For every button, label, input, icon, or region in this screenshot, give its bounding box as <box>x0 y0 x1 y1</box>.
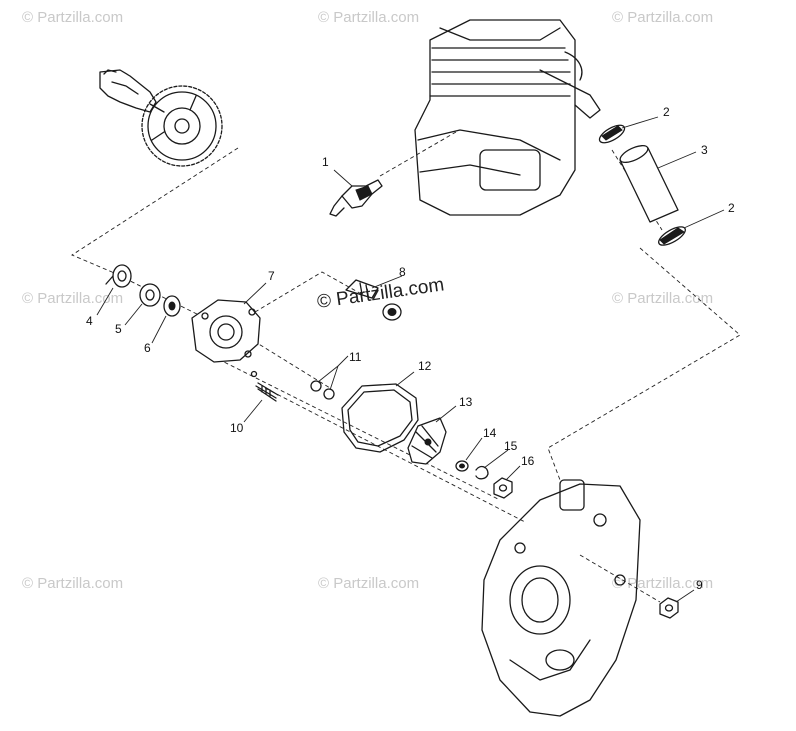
callout-13: 13 <box>459 395 473 409</box>
part-15-clip <box>475 465 489 480</box>
callout-4: 4 <box>86 314 93 328</box>
callout-16: 16 <box>521 454 535 468</box>
watermark-text: © Partzilla.com <box>22 290 123 307</box>
watermark-text: © Partzilla.com <box>318 9 419 26</box>
part-4-seal <box>105 264 132 288</box>
callout-12: 12 <box>418 359 432 373</box>
part-5-bearing <box>139 283 161 307</box>
callout-1: 1 <box>322 155 329 169</box>
callout-9: 9 <box>696 578 703 592</box>
callout-5: 5 <box>115 322 122 336</box>
callout-7: 7 <box>268 269 275 283</box>
part-9-nut <box>659 597 679 619</box>
crankcase-cover <box>481 479 641 717</box>
watermark-layer: © Partzilla.com © Partzilla.com © Partzi… <box>22 9 713 592</box>
callout-15: 15 <box>504 439 518 453</box>
part-1-sensor <box>329 179 383 217</box>
callout-8: 8 <box>399 265 406 279</box>
part-2-clamp-upper <box>598 124 626 144</box>
watermark-text: © Partzilla.com <box>22 575 123 592</box>
watermark-center: © Partzilla.com <box>316 274 446 313</box>
part-7-pump-housing <box>191 299 261 378</box>
callout-3: 3 <box>701 143 708 157</box>
watermark-text: © Partzilla.com <box>612 9 713 26</box>
callout-labels: 1 2 3 2 7 8 4 5 6 11 12 13 10 14 15 16 9 <box>86 105 735 592</box>
part-14-washer <box>455 460 469 472</box>
callout-leaders <box>96 116 725 603</box>
callout-14: 14 <box>483 426 497 440</box>
callout-6: 6 <box>144 341 151 355</box>
part-11-o-rings <box>310 380 335 400</box>
part-16-nut <box>493 477 513 499</box>
callout-11: 11 <box>349 350 362 364</box>
callout-10: 10 <box>230 421 244 435</box>
engine-cylinder <box>414 19 601 216</box>
watermark-text: © Partzilla.com <box>318 575 419 592</box>
part-2-clamp-lower <box>658 226 686 246</box>
part-10-stud <box>255 382 279 402</box>
callout-2: 2 <box>663 105 670 119</box>
part-12-gasket <box>341 383 419 453</box>
callout-2: 2 <box>728 201 735 215</box>
watermark-text: © Partzilla.com <box>612 290 713 307</box>
part-8-fitting <box>345 279 402 321</box>
part-6-seal <box>163 295 181 317</box>
watermark-text: © Partzilla.com <box>22 9 123 26</box>
part-3-hose <box>619 144 679 223</box>
gear-assembly <box>99 69 223 167</box>
part-13-impeller <box>407 417 447 465</box>
